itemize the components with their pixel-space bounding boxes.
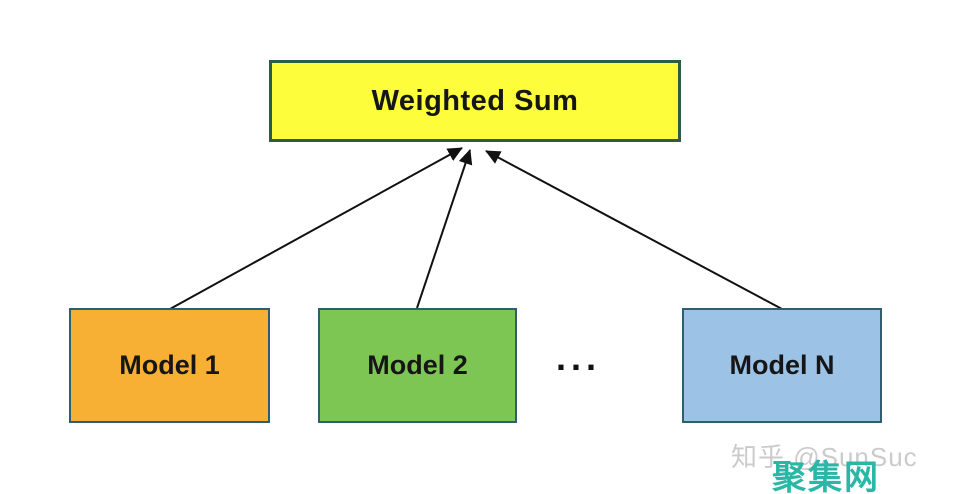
model-1-label: Model 1 xyxy=(119,350,220,380)
site-watermark: 聚集网 xyxy=(772,459,880,494)
model-2-box: Model 2 xyxy=(318,308,517,423)
arrow-model1-to-sum xyxy=(169,147,463,310)
weighted-sum-box: Weighted Sum xyxy=(269,60,681,142)
model-n-box: Model N xyxy=(682,308,882,423)
zhihu-credit-watermark: 知乎 @SunSuc xyxy=(731,442,918,472)
weighted-sum-label: Weighted Sum xyxy=(371,84,579,117)
model-n-label: Model N xyxy=(729,350,835,380)
arrow-modeln-to-sum xyxy=(485,150,783,310)
model-2-label: Model 2 xyxy=(367,350,468,380)
model-1-box: Model 1 xyxy=(69,308,270,423)
ellipsis-between-models: ... xyxy=(556,337,602,378)
arrow-model2-to-sum xyxy=(416,149,473,309)
